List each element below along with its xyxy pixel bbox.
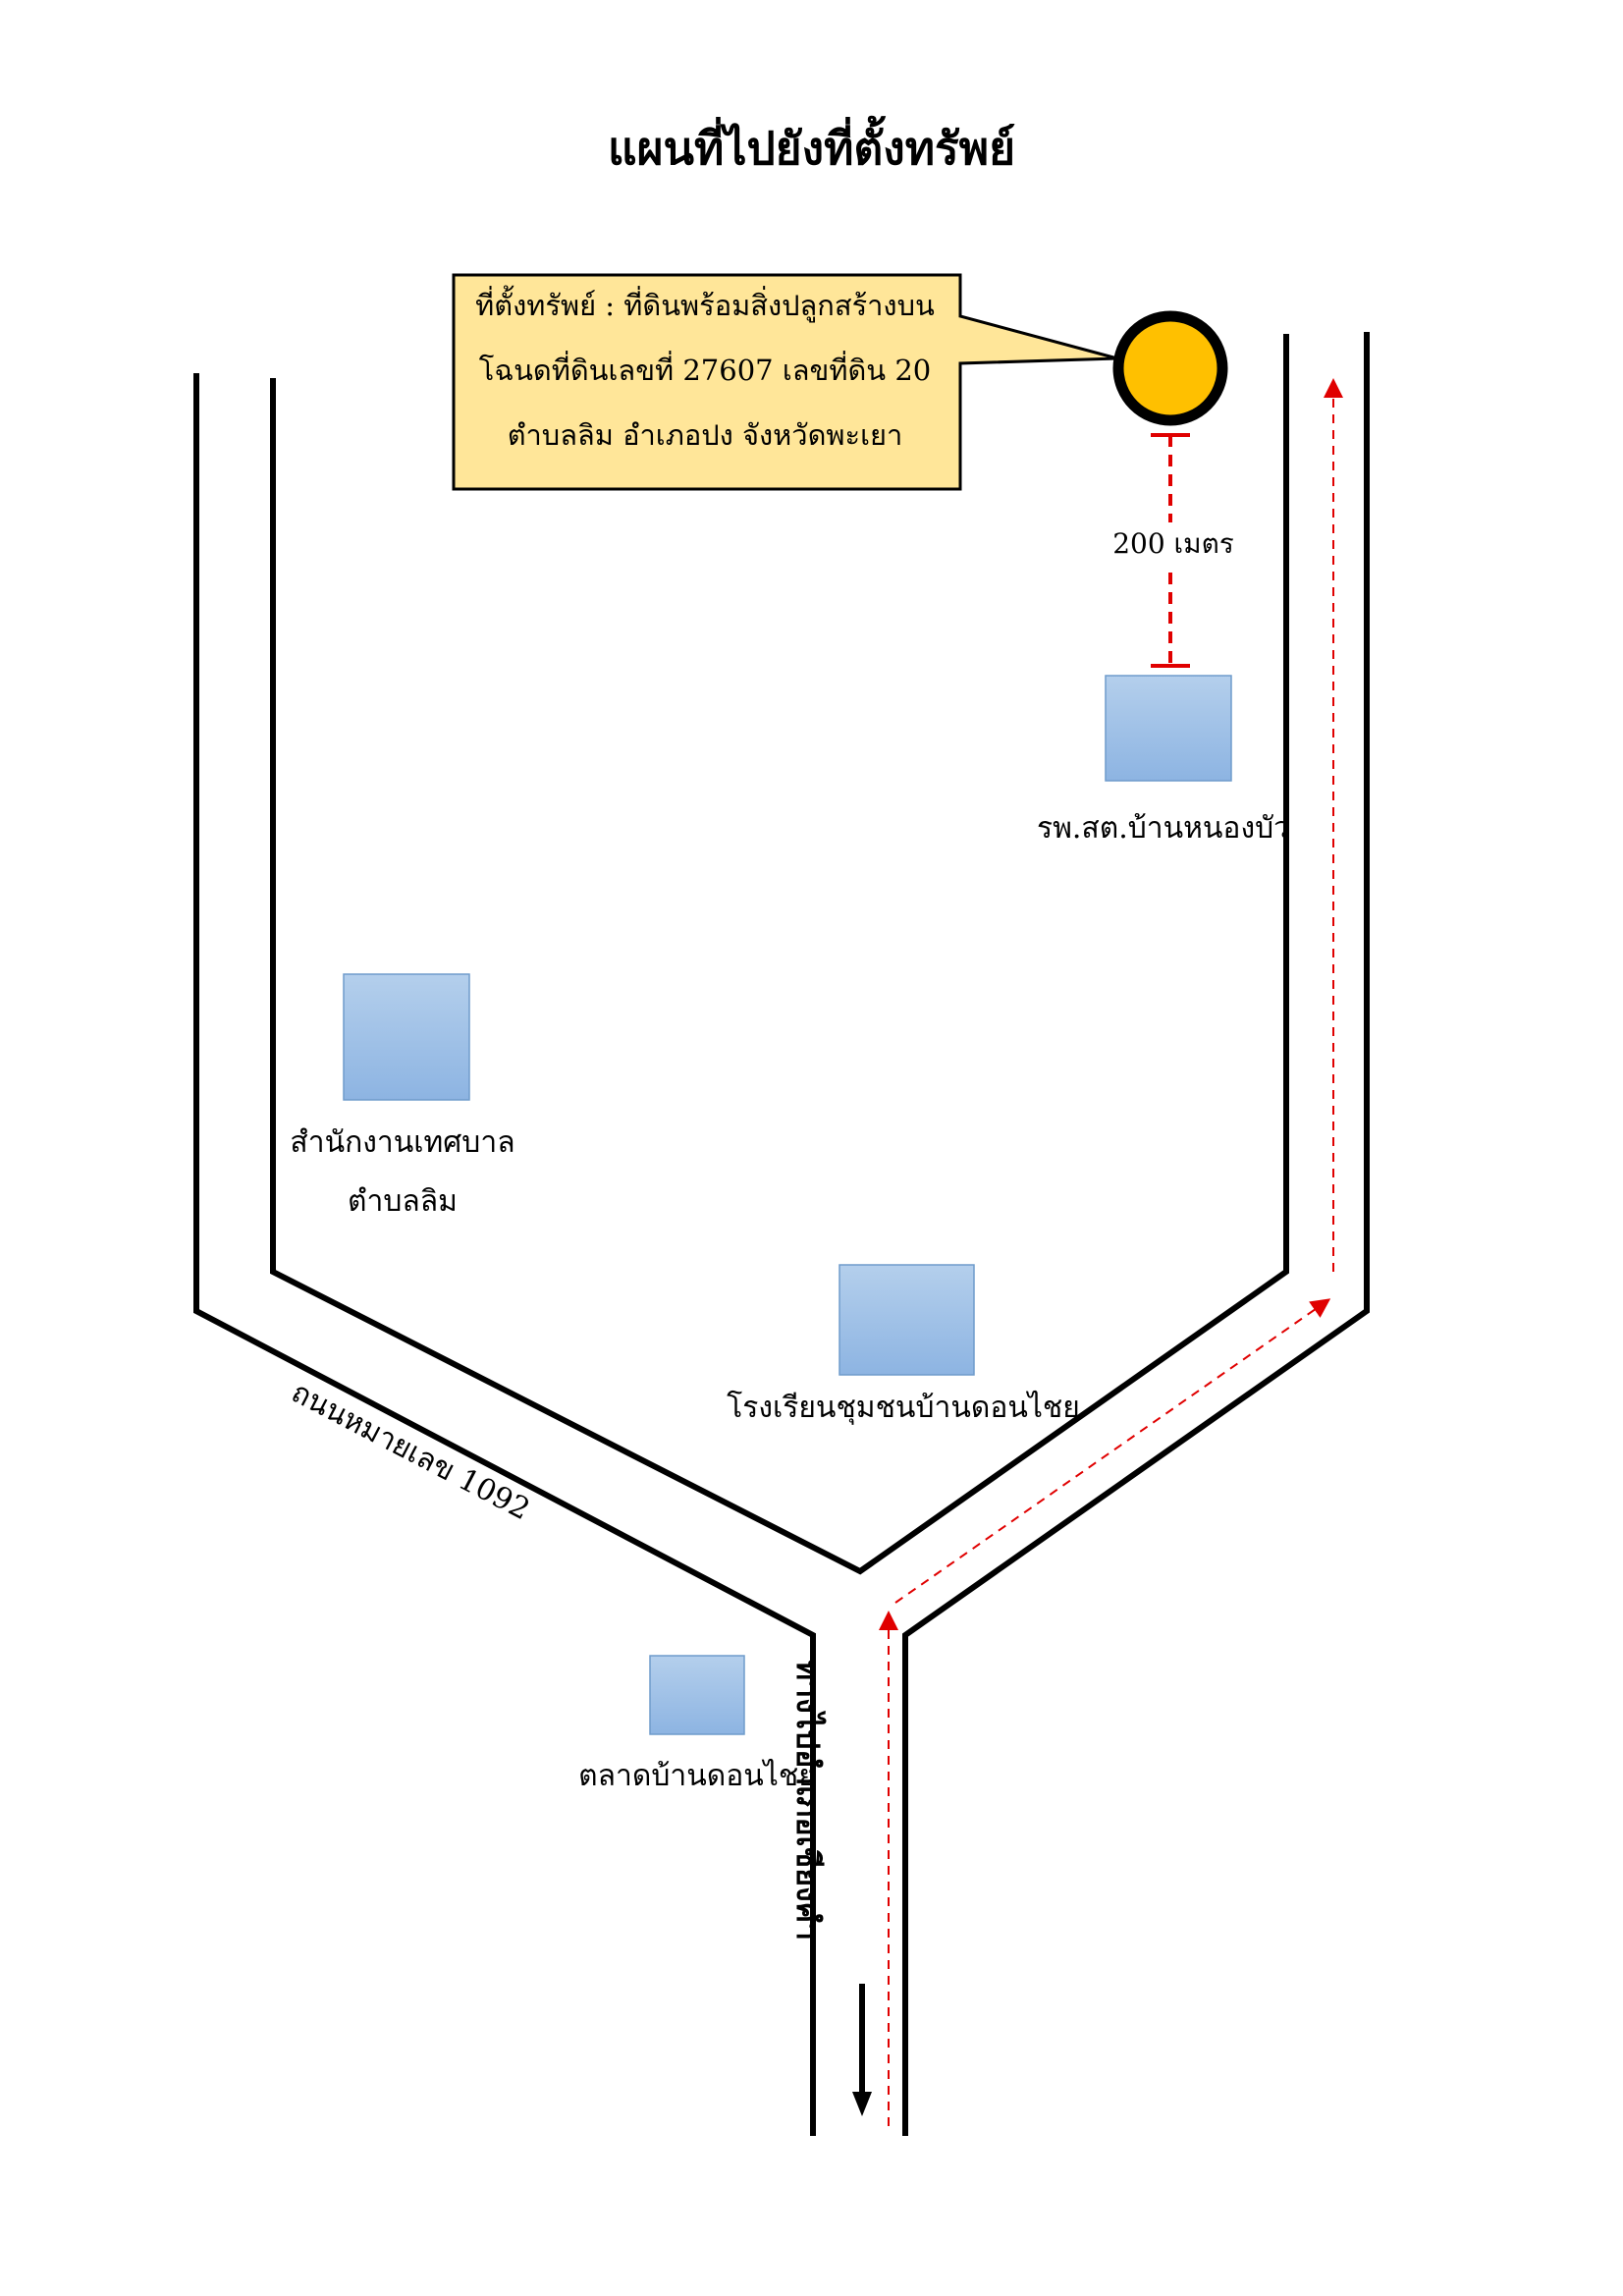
distance-label: 200 เมตร (1100, 522, 1247, 566)
road-to-district-label: ทางไปอำเภอเชียงคำ (789, 1660, 827, 1941)
road-left-outer-edge (193, 373, 816, 2136)
callout-line-2: โฉนดที่ดินเลขที่ 27607 เลขที่ดิน 20 (478, 354, 932, 387)
market-building-icon (649, 1655, 745, 1735)
municipal-office-building-icon (343, 973, 470, 1101)
road-left-inner-edge (270, 334, 1289, 1575)
road-network (193, 332, 1370, 2136)
market-label: ตลาดบ้านดอนไชย (578, 1759, 816, 1793)
municipal-office-label-line-2: ตำบลลิม (348, 1184, 458, 1219)
health-center-building-icon (1105, 675, 1232, 782)
callout-line-1: ที่ตั้งทรัพย์ : ที่ดินพร้อมสิ่งปลูกสร้าง… (475, 289, 935, 322)
property-marker-icon (1112, 310, 1228, 426)
callout-box (452, 273, 1118, 491)
health-center-label: รพ.สต.บ้านหนองบัว (1037, 811, 1290, 846)
municipal-office-label: สำนักงานเทศบาล ตำบลลิม (265, 1114, 540, 1231)
page-title: แผนที่ไปยังที่ตั้งทรัพย์ (607, 122, 1016, 175)
route-segment-diagonal (894, 1298, 1331, 1604)
direction-arrow-down-icon (852, 1984, 872, 2116)
road-right-outer-edge (902, 332, 1370, 2136)
school-label: โรงเรียนชุมชนบ้านดอนไชย (727, 1391, 1080, 1425)
route (879, 378, 1343, 2126)
callout-line-3: ตำบลลิม อำเภอปง จังหวัดพะเยา (507, 418, 903, 452)
callout-text: ที่ตั้งทรัพย์ : ที่ดินพร้อมสิ่งปลูกสร้าง… (454, 273, 956, 467)
municipal-office-label-line-1: สำนักงานเทศบาล (290, 1125, 515, 1160)
distance-measure (1151, 433, 1190, 668)
school-building-icon (839, 1264, 975, 1376)
